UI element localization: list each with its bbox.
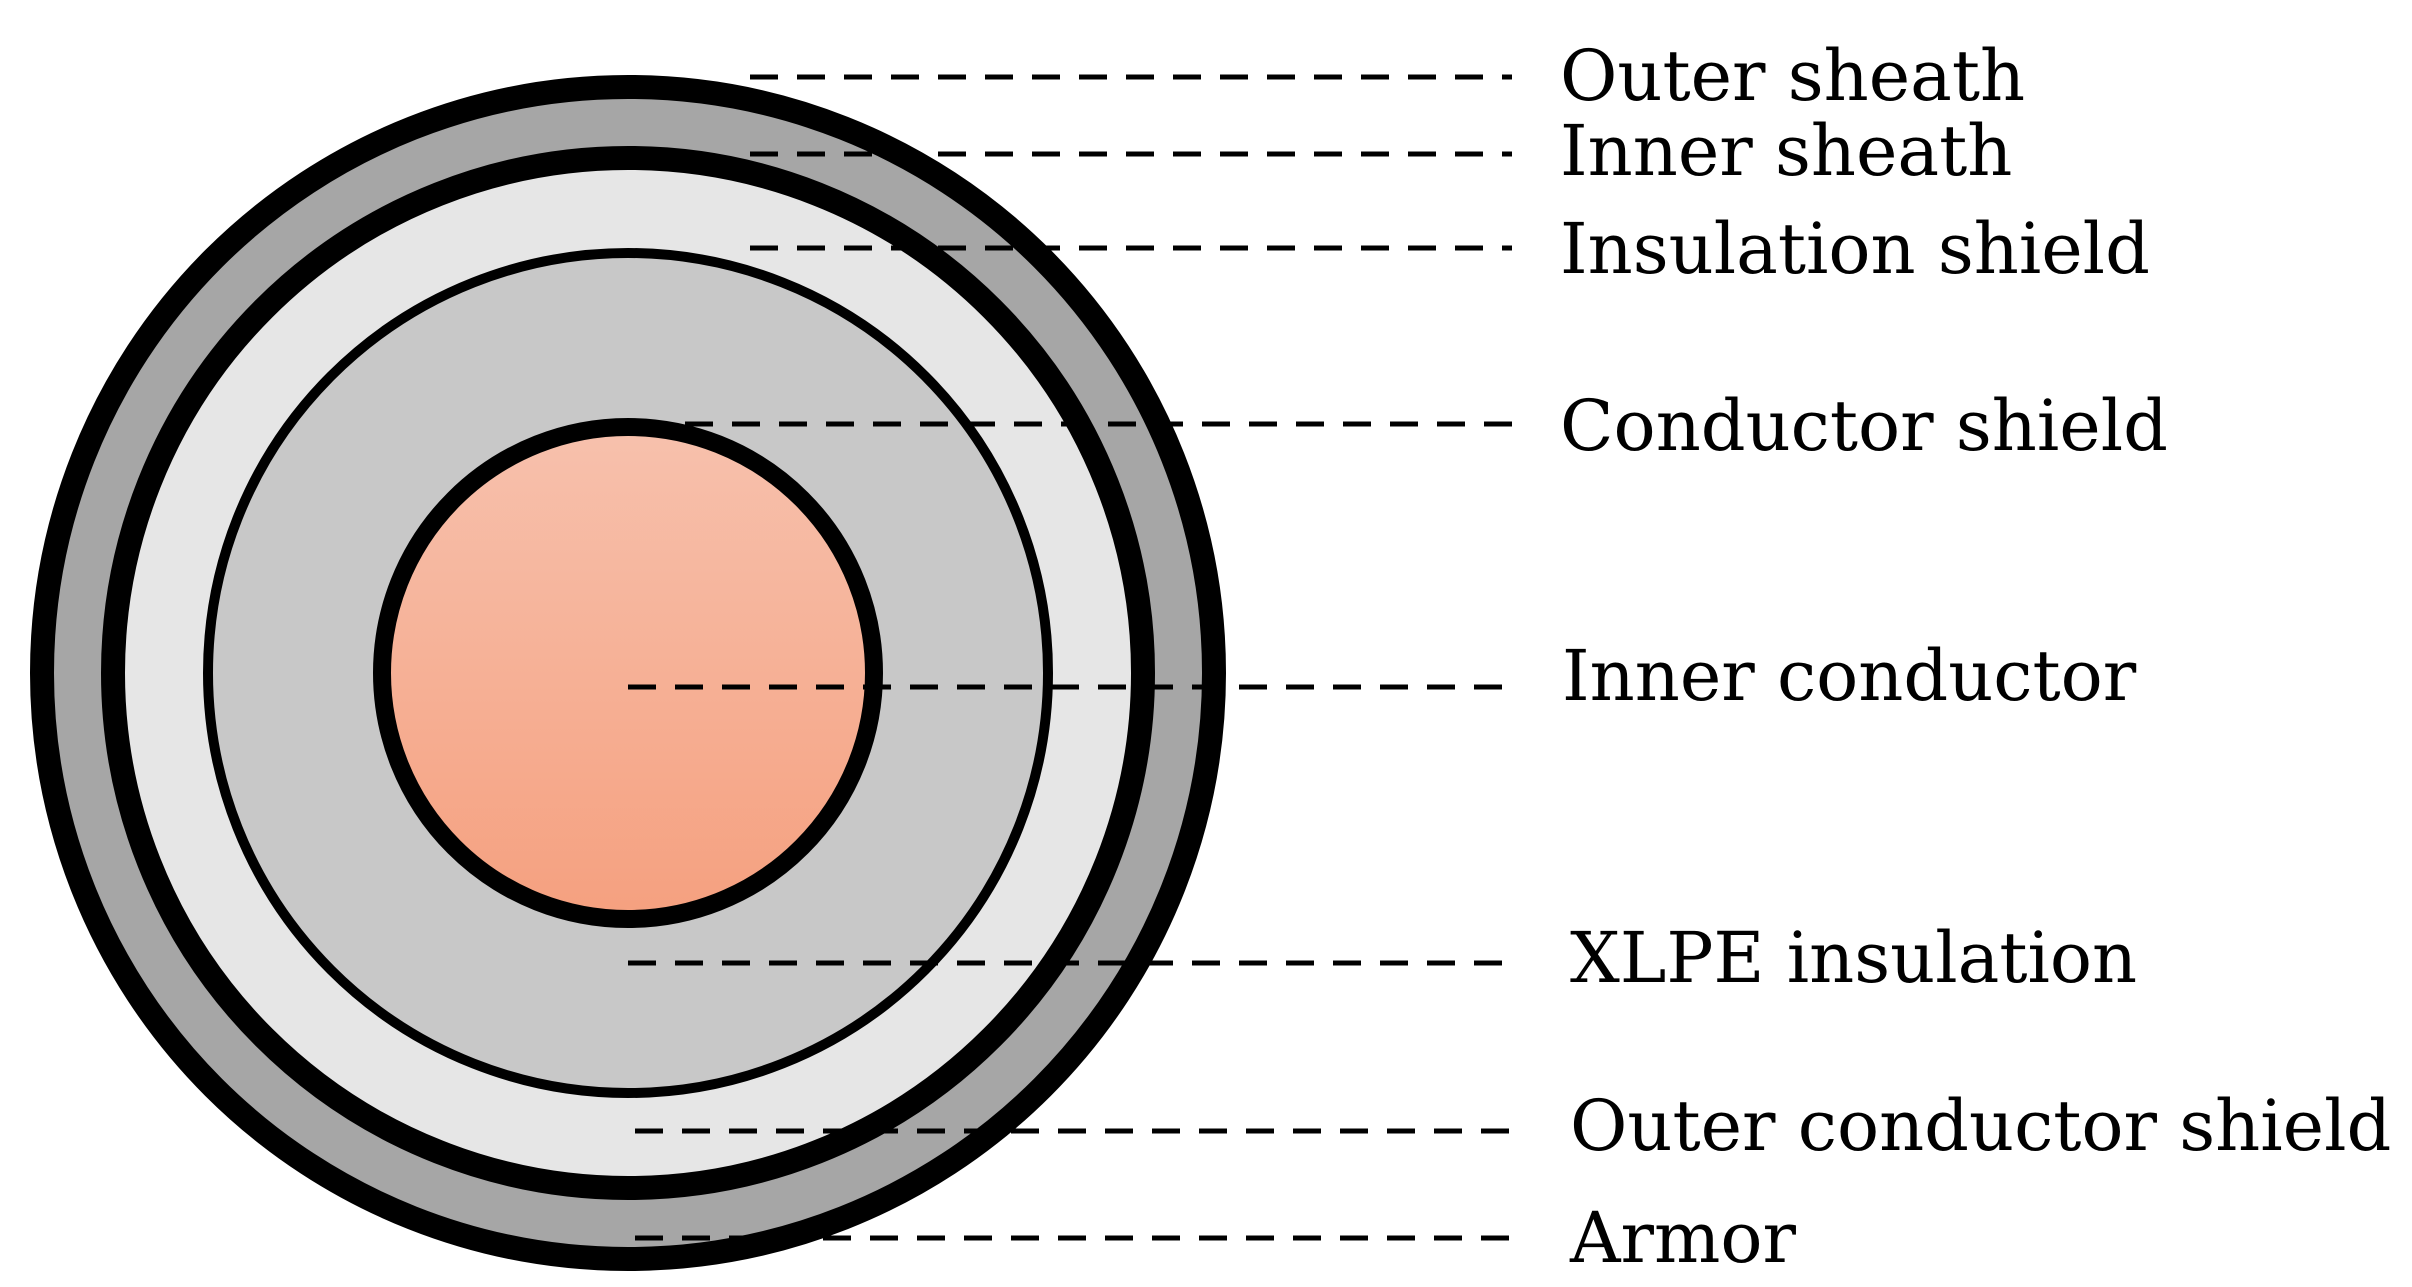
label-inner-sheath: Inner sheath — [1560, 110, 2012, 192]
label-conductor-shield: Conductor shield — [1560, 385, 2168, 467]
label-inner-conductor: Inner conductor — [1562, 635, 2137, 717]
label-insulation-shield: Insulation shield — [1560, 208, 2150, 290]
label-outer-sheath: Outer sheath — [1560, 35, 2025, 117]
inner-conductor-core — [373, 418, 883, 928]
label-armor: Armor — [1569, 1197, 1797, 1279]
label-outer-conductor-shield: Outer conductor shield — [1570, 1085, 2391, 1167]
label-xlpe-insulation: XLPE insulation — [1570, 917, 2137, 999]
